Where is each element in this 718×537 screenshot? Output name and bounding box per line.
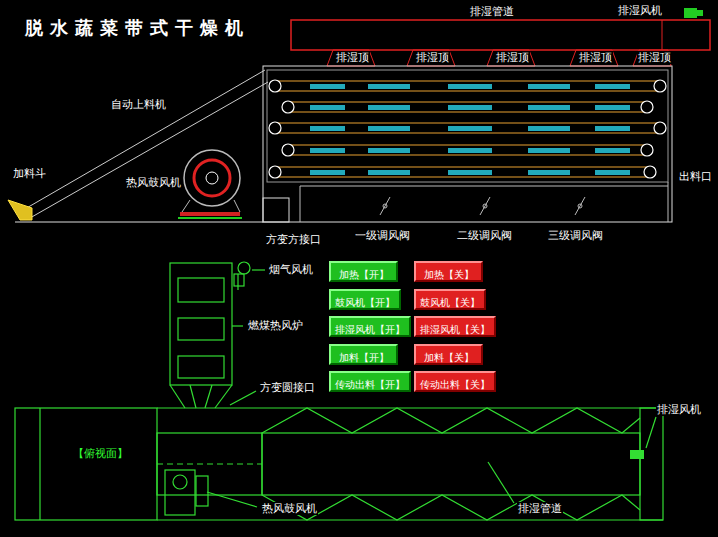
part-label: 加料斗 <box>12 167 47 180</box>
button-text: 加料【开】 <box>339 352 389 363</box>
part-label: 热风鼓风机 <box>125 176 182 189</box>
off-button: 加热【关】 <box>414 261 483 282</box>
button-text: 加料【关】 <box>424 352 474 363</box>
part-label: 排湿风机 <box>656 403 702 416</box>
part-label: 自动上料机 <box>110 98 167 111</box>
part-label: 排湿顶 <box>415 51 450 64</box>
part-label: 排湿顶 <box>637 51 672 64</box>
off-button: 传动出料【关】 <box>414 371 496 392</box>
button-text: 传动出料【开】 <box>335 379 405 390</box>
part-label: 方变方接口 <box>265 233 322 246</box>
part-label: 排湿顶 <box>495 51 530 64</box>
diagram-title: 脱水蔬菜带式干燥机 <box>25 17 250 39</box>
button-text: 加热【关】 <box>424 269 474 280</box>
button-text: 排湿风机【开】 <box>335 324 405 335</box>
part-label: 二级调风阀 <box>456 229 513 242</box>
part-label: 排湿风机 <box>617 4 663 17</box>
part-label: 【俯视面】 <box>72 447 129 460</box>
off-button: 鼓风机【关】 <box>414 289 486 310</box>
part-label: 三级调风阀 <box>547 229 604 242</box>
button-text: 鼓风机【关】 <box>420 297 480 308</box>
part-label: 排湿顶 <box>335 51 370 64</box>
button-text: 排湿风机【关】 <box>420 324 490 335</box>
part-label: 烟气风机 <box>268 263 314 276</box>
part-label: 一级调风阀 <box>354 229 411 242</box>
on-button: 传动出料【开】 <box>329 371 411 392</box>
part-label: 方变圆接口 <box>259 381 316 394</box>
part-label: 出料口 <box>678 170 713 183</box>
part-label: 排湿管道 <box>469 5 515 18</box>
button-text: 传动出料【关】 <box>420 379 490 390</box>
off-button: 排湿风机【关】 <box>414 316 496 337</box>
on-button: 加热【开】 <box>329 261 398 282</box>
on-button: 加料【开】 <box>329 344 398 365</box>
on-button: 排湿风机【开】 <box>329 316 411 337</box>
part-label: 排湿管道 <box>517 502 563 515</box>
on-button: 鼓风机【开】 <box>329 289 401 310</box>
button-text: 鼓风机【开】 <box>335 297 395 308</box>
part-label: 燃煤热风炉 <box>247 319 304 332</box>
part-label: 热风鼓风机 <box>261 502 318 515</box>
off-button: 加料【关】 <box>414 344 483 365</box>
button-text: 加热【开】 <box>339 269 389 280</box>
part-label: 排湿顶 <box>578 51 613 64</box>
